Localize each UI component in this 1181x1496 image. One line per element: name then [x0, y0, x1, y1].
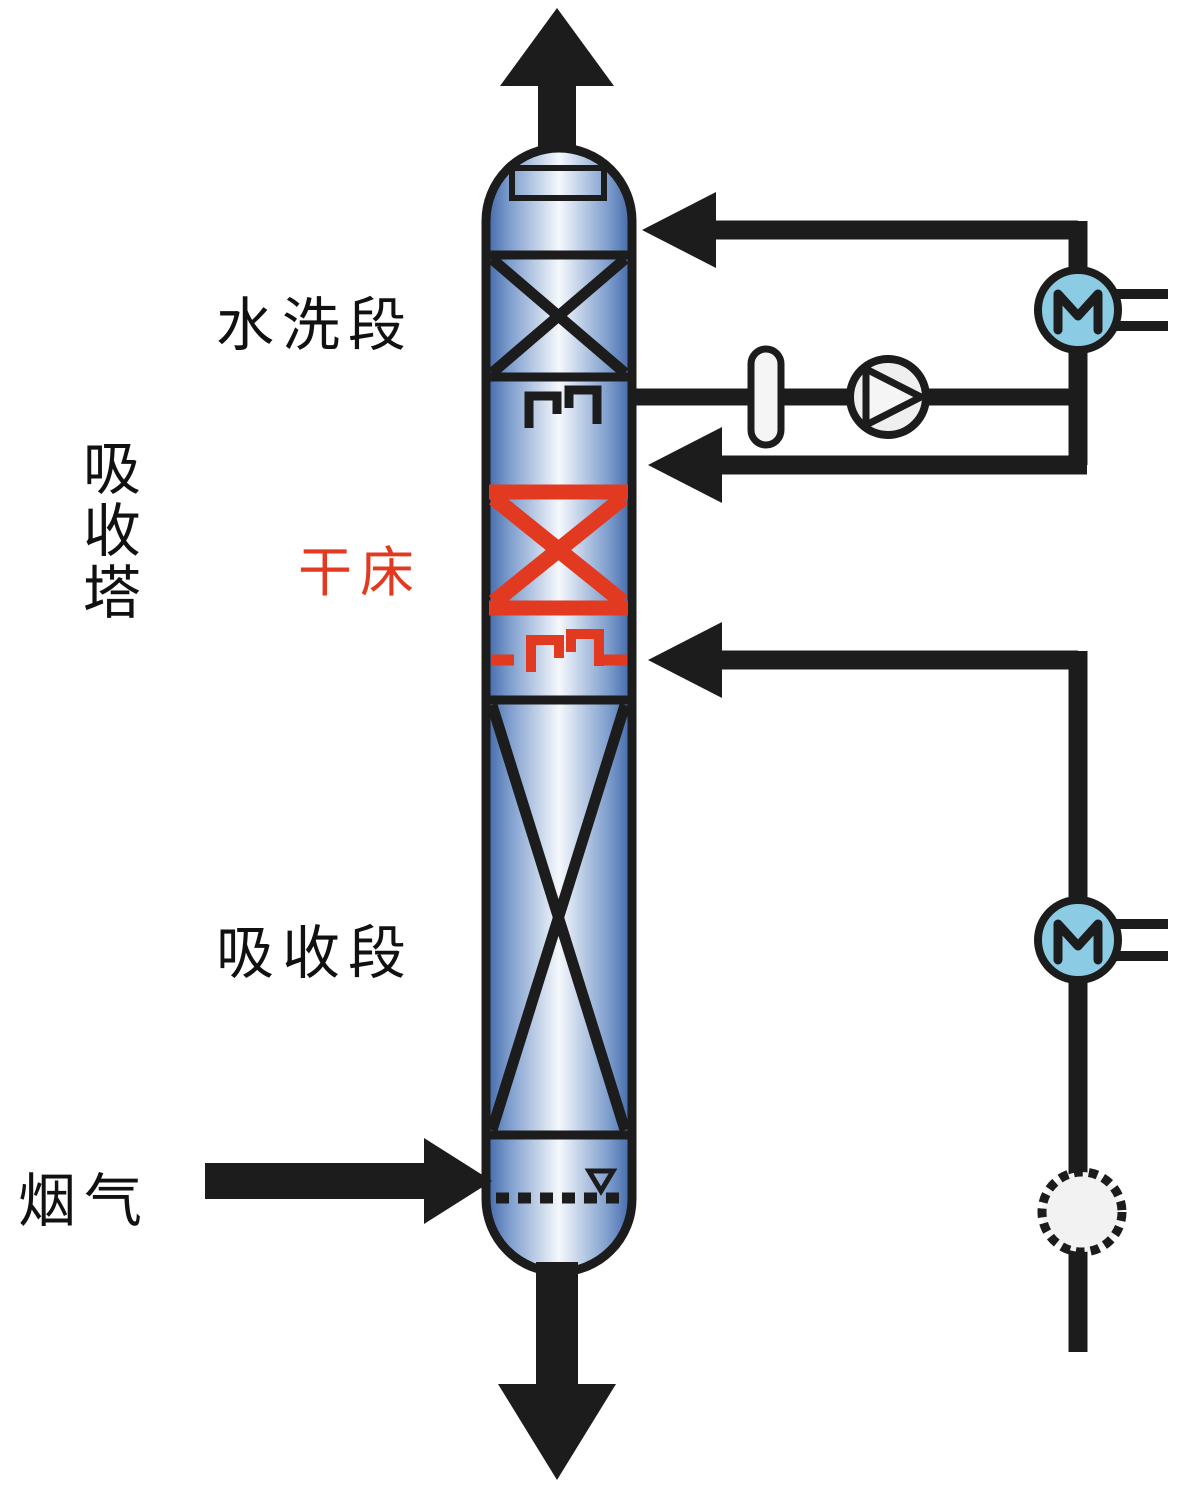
absorption-section-label: 吸收段 — [216, 919, 415, 987]
wash-return-arrowhead — [642, 192, 716, 268]
circulation-pump-icon — [1037, 1167, 1127, 1257]
heat-exchanger-bottom-icon — [1034, 896, 1122, 984]
level-indicator-icon — [584, 1168, 618, 1196]
gas-outlet-arrow — [500, 8, 614, 152]
lower-wash-return-arrowhead — [648, 427, 722, 503]
dry-bed-label: 干床 — [298, 541, 422, 604]
liquid-collector — [524, 385, 602, 428]
absorbent-feed-arrowhead — [648, 622, 722, 698]
demister — [509, 165, 607, 201]
flue-gas-inlet-arrow — [205, 1138, 492, 1224]
gas-distributor — [496, 1168, 620, 1204]
flue-gas-label: 烟气 — [18, 1167, 151, 1235]
dry-bed-packing — [488, 484, 629, 672]
heat-exchanger-top-icon — [1034, 266, 1122, 354]
pipe-arrowheads — [642, 192, 722, 698]
pump-icon — [846, 355, 930, 439]
absorption-packing — [486, 695, 631, 1140]
liquid-outlet-arrow — [498, 1262, 616, 1480]
tower-name-label: 吸收塔 — [72, 438, 141, 624]
wash-packing — [488, 250, 629, 382]
wash-section-label: 水洗段 — [216, 291, 415, 359]
valve-icon — [747, 345, 785, 449]
